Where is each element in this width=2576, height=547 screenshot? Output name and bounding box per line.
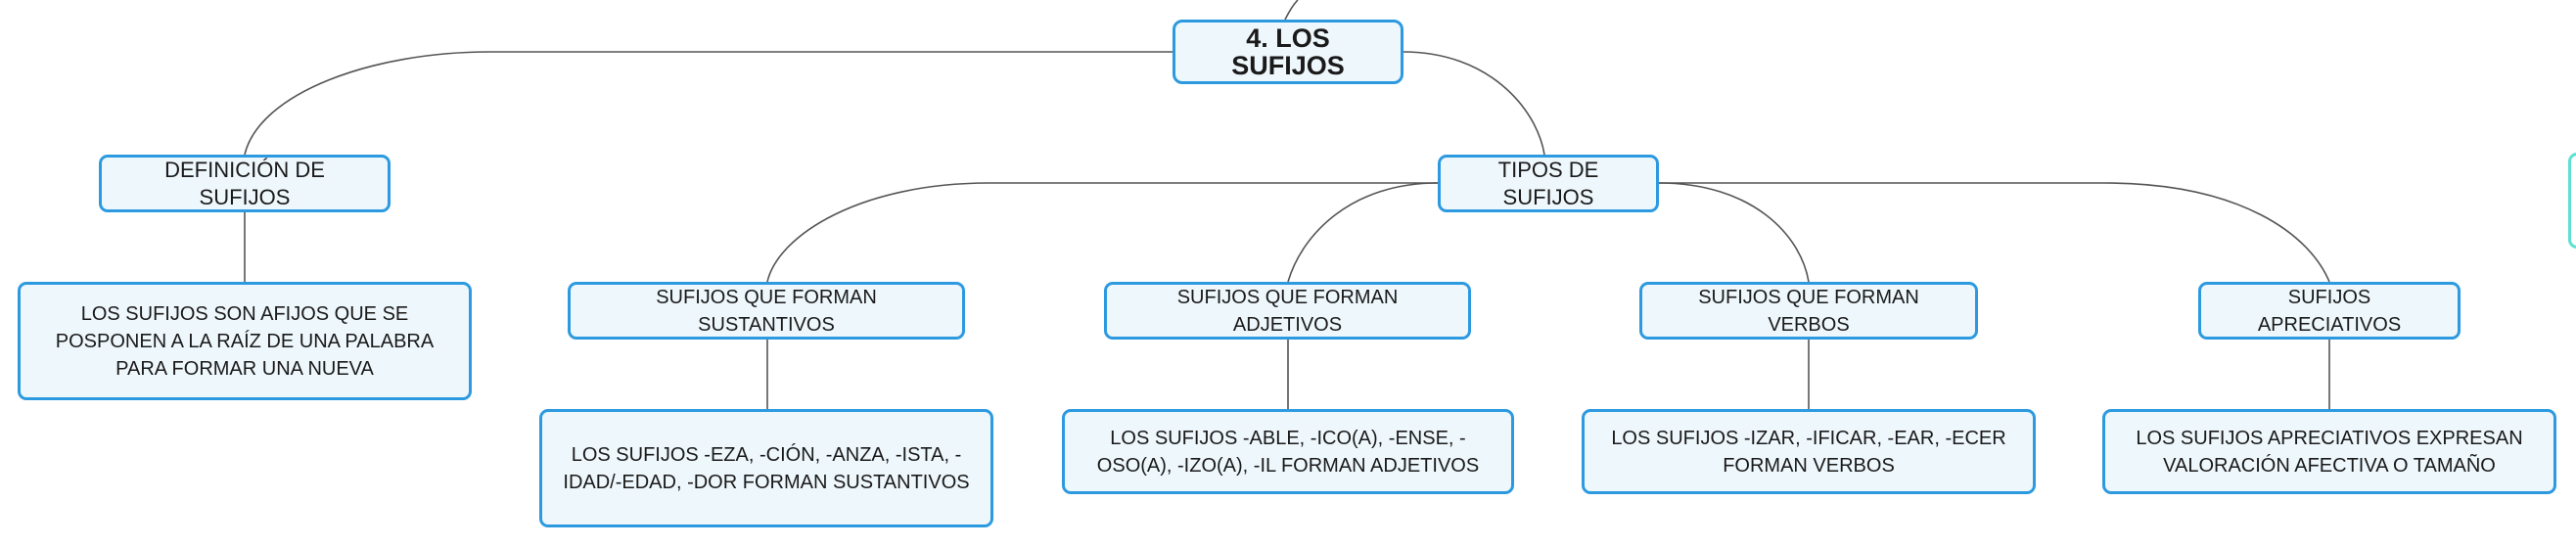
nouns-detail-node[interactable]: LOS SUFIJOS -EZA, -CIÓN, -ANZA, -ISTA, -… [539, 409, 993, 527]
adjectives-node[interactable]: SUFIJOS QUE FORMAN ADJETIVOS [1104, 282, 1471, 340]
connector-types-to-appreciative [1659, 182, 2330, 283]
verbs-node[interactable]: SUFIJOS QUE FORMAN VERBOS [1639, 282, 1978, 340]
connector-root-to-definition [244, 51, 1173, 156]
connector-types-to-verbs [1658, 182, 1810, 283]
appreciative-node[interactable]: SUFIJOS APRECIATIVOS [2198, 282, 2461, 340]
nouns-node[interactable]: SUFIJOS QUE FORMAN SUSTANTIVOS [568, 282, 965, 340]
types-node[interactable]: TIPOS DE SUFIJOS [1438, 155, 1659, 212]
adjectives-detail-node[interactable]: LOS SUFIJOS -ABLE, -ICO(A), -ENSE, -OSO(… [1062, 409, 1514, 494]
connector-root-to-types [1403, 51, 1545, 156]
definition-detail-node[interactable]: LOS SUFIJOS SON AFIJOS QUE SE POSPONEN A… [18, 282, 472, 400]
connector-parent-to-root [1284, 0, 1299, 21]
definition-node[interactable]: DEFINICIÓN DE SUFIJOS [99, 155, 391, 212]
root-node[interactable]: 4. LOS SUFIJOS [1173, 20, 1403, 84]
connector-types-to-adjectives [1287, 182, 1439, 283]
verbs-detail-node[interactable]: LOS SUFIJOS -IZAR, -IFICAR, -EAR, -ECER … [1582, 409, 2036, 494]
connector-types-to-nouns [766, 182, 1438, 283]
appreciative-detail-node[interactable]: LOS SUFIJOS APRECIATIVOS EXPRESAN VALORA… [2102, 409, 2556, 494]
side-panel-tab[interactable] [2568, 153, 2576, 249]
